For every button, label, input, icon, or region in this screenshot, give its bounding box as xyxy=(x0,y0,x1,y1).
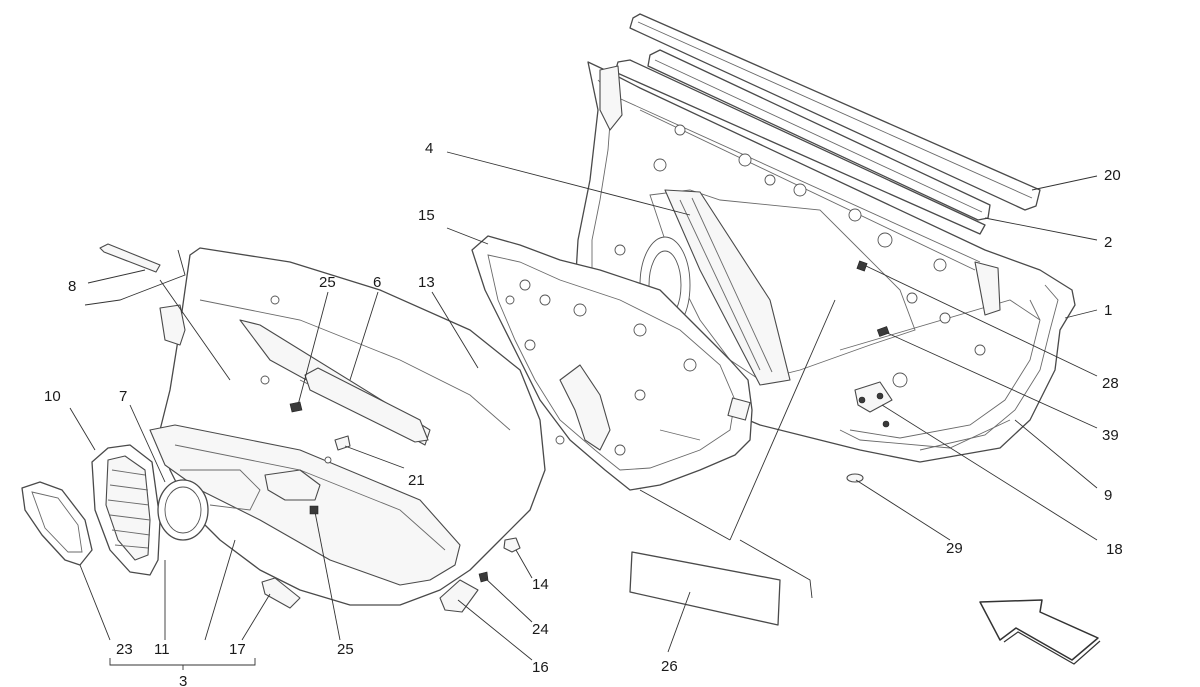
part-16-handle-base xyxy=(439,579,479,613)
callout-20: 20 xyxy=(1104,167,1121,184)
callout-8: 8 xyxy=(68,278,76,295)
part-20-window-seal xyxy=(629,13,1041,211)
part-15-inner-panel xyxy=(471,235,753,491)
callout-7: 7 xyxy=(119,388,127,405)
door-trim-panel xyxy=(149,247,546,606)
callout-25-lower: 25 xyxy=(337,641,354,658)
part-25-screw-lower xyxy=(309,505,319,515)
part-7-speaker-ring xyxy=(157,479,209,541)
callout-4: 4 xyxy=(425,140,433,157)
part-17-switch xyxy=(261,577,301,609)
cutting-line-b xyxy=(739,539,813,599)
cutting-line-d xyxy=(84,249,186,306)
callout-2: 2 xyxy=(1104,234,1112,251)
callout-10: 10 xyxy=(44,388,61,405)
front-direction-arrow-icon xyxy=(979,599,1101,665)
callout-14: 14 xyxy=(532,576,549,593)
callout-15: 15 xyxy=(418,207,435,224)
group-3-bracket xyxy=(109,658,256,666)
cutting-line-c xyxy=(639,489,731,541)
callout-28: 28 xyxy=(1102,375,1119,392)
callout-16: 16 xyxy=(532,659,549,676)
callout-26: 26 xyxy=(661,658,678,675)
part-8-clip xyxy=(99,243,161,273)
part-24-screw xyxy=(478,571,489,583)
callout-13: 13 xyxy=(418,274,435,291)
part-14-clip xyxy=(503,537,521,553)
callout-17: 17 xyxy=(229,641,246,658)
callout-11: 11 xyxy=(154,641,170,658)
part-26-sheet xyxy=(629,551,781,626)
callout-24: 24 xyxy=(532,621,549,638)
cutting-line-a xyxy=(729,299,836,541)
callout-18: 18 xyxy=(1106,541,1123,558)
callout-1: 1 xyxy=(1104,302,1112,319)
cutting-line-e xyxy=(159,279,231,381)
part-28-screw xyxy=(856,260,868,272)
part-39-bolt xyxy=(876,326,890,337)
callout-29: 29 xyxy=(946,540,963,557)
callout-9: 9 xyxy=(1104,487,1112,504)
part-10-speaker-grille xyxy=(91,444,161,576)
callout-21: 21 xyxy=(408,472,425,489)
part-2-belt-seals xyxy=(614,49,991,235)
callout-labels: 20 2 1 28 39 9 18 29 4 15 13 6 25 8 10 7… xyxy=(44,140,1123,687)
callout-3: 3 xyxy=(179,673,187,687)
callout-39: 39 xyxy=(1102,427,1119,444)
callout-6: 6 xyxy=(373,274,381,291)
part-25-screw-upper xyxy=(289,401,303,413)
callout-23: 23 xyxy=(116,641,133,658)
part-23-speaker-frame xyxy=(21,481,93,566)
part-29-grommet xyxy=(846,473,864,483)
leader-lines xyxy=(69,151,1098,661)
part-18-bracket xyxy=(854,381,893,428)
part-6-handle-trim xyxy=(304,367,429,443)
callout-25-upper: 25 xyxy=(319,274,336,291)
